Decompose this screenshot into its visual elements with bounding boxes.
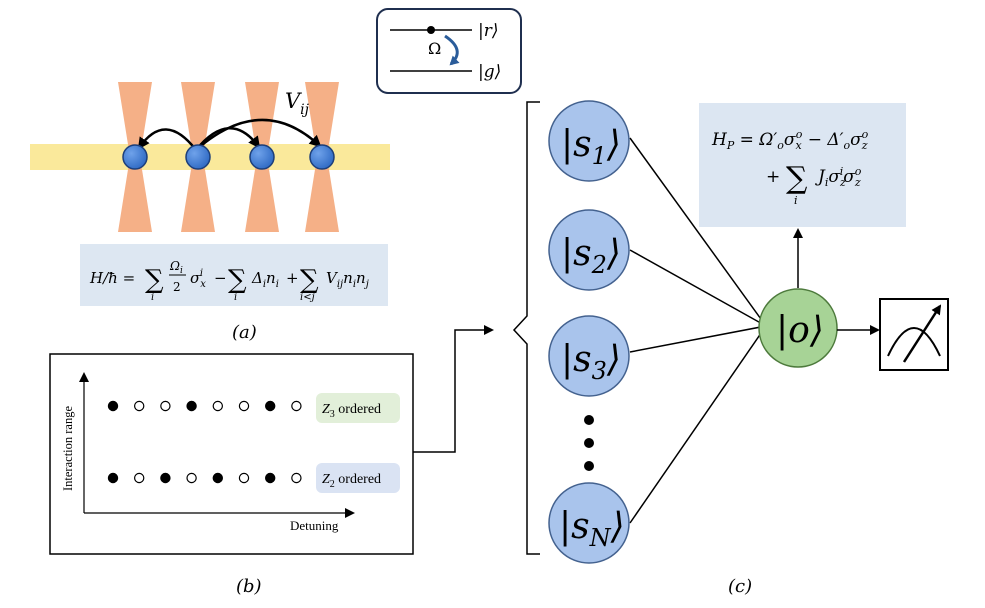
edge-s2-o bbox=[629, 249, 767, 327]
ground-atom-dot bbox=[212, 400, 223, 412]
rydberg-hamiltonian-box bbox=[80, 244, 388, 306]
z2-label-box bbox=[316, 463, 400, 493]
rydberg-atom-dot bbox=[107, 472, 119, 484]
svg-text:|s1⟩: |s1⟩ bbox=[561, 124, 621, 170]
svg-text:+: + bbox=[286, 269, 299, 287]
svg-text:HP = Ω′oσxo − Δ′oσzo: HP = Ω′oσxo − Δ′oσzo bbox=[711, 128, 869, 152]
rydberg-atom-dot bbox=[265, 472, 276, 484]
svg-text:i: i bbox=[234, 292, 237, 303]
atom bbox=[185, 144, 211, 170]
z3-ordered-label: Z3 ordered bbox=[322, 402, 381, 420]
svg-text:i: i bbox=[794, 194, 798, 207]
svg-text:i: i bbox=[151, 292, 154, 303]
excitation-dot bbox=[427, 26, 435, 34]
z2-atom-row bbox=[107, 472, 302, 484]
svg-text:Vijninj: Vijninj bbox=[326, 269, 369, 290]
two-level-inset: Ω |r⟩ |g⟩ bbox=[376, 8, 522, 94]
atoms bbox=[122, 144, 335, 170]
ground-atom-dot bbox=[291, 400, 302, 412]
x-axis-label: Detuning bbox=[290, 518, 339, 533]
output-node: |o⟩ bbox=[758, 288, 838, 368]
svg-text:∑: ∑ bbox=[228, 265, 247, 295]
rydberg-hamiltonian: H/ħ = ∑ i Ωi 2 σxi − ∑ i Δini + ∑ i<j Vi… bbox=[89, 259, 369, 303]
atom bbox=[122, 144, 148, 170]
atom bbox=[249, 144, 275, 170]
ground-atom-dot bbox=[160, 400, 171, 412]
svg-text:i<j: i<j bbox=[300, 292, 315, 303]
input-node-s3: |s3⟩ bbox=[548, 315, 630, 397]
atom bbox=[309, 144, 335, 170]
svg-text:∑: ∑ bbox=[300, 265, 319, 295]
input-node-s2: |s2⟩ bbox=[548, 209, 630, 291]
panel-b-label: (b) bbox=[236, 576, 262, 597]
ellipsis-dots bbox=[584, 415, 594, 471]
ground-atom-dot bbox=[291, 472, 302, 484]
interaction-arc-left bbox=[137, 128, 197, 151]
rydberg-atom-dot bbox=[265, 400, 276, 412]
probe-hamiltonian: HP = Ω′oσxo − Δ′oσzo + ∑ i Jiσziσzo bbox=[711, 128, 869, 207]
z2-ordered-label: Z2 ordered bbox=[322, 472, 381, 490]
svg-text:∑: ∑ bbox=[786, 161, 808, 196]
ground-atom-dot bbox=[133, 472, 145, 484]
svg-text:Ωi: Ωi bbox=[169, 259, 183, 276]
ground-atom-dot bbox=[133, 400, 145, 412]
svg-text:∑: ∑ bbox=[145, 265, 164, 295]
input-node-sN: |sN⟩ bbox=[548, 482, 630, 564]
phase-diagram-frame bbox=[49, 353, 414, 555]
svg-text:Jiσziσzo: Jiσziσzo bbox=[815, 165, 862, 189]
interaction-label: Vij bbox=[285, 89, 310, 118]
svg-text:|s2⟩: |s2⟩ bbox=[561, 233, 621, 279]
rabi-drive-arrow bbox=[444, 34, 460, 66]
svg-text:|s3⟩: |s3⟩ bbox=[561, 339, 621, 385]
interaction-arc-long bbox=[195, 118, 322, 151]
panel-c: |s1⟩ |s2⟩ |s3⟩ |sN⟩ |o⟩ HP = Ω′oσ bbox=[512, 100, 949, 597]
y-axis-label: Interaction range bbox=[61, 406, 75, 491]
rydberg-state-label: |r⟩ bbox=[478, 21, 499, 41]
ground-atom-dot bbox=[238, 400, 250, 412]
svg-text:σxi: σxi bbox=[190, 268, 206, 290]
svg-text:Δini: Δini bbox=[251, 269, 279, 290]
svg-text:|o⟩: |o⟩ bbox=[776, 310, 824, 351]
b-to-c-connector bbox=[413, 325, 494, 453]
probe-hamiltonian-box bbox=[699, 103, 906, 227]
input-brace bbox=[512, 101, 540, 555]
edge-s3-o bbox=[629, 325, 767, 353]
panel-a: Vij H/ħ = ∑ i Ωi 2 σxi − ∑ i Δini + ∑ i<… bbox=[30, 82, 390, 343]
input-node-s1: |s1⟩ bbox=[548, 100, 630, 182]
ground-state-label: |g⟩ bbox=[478, 62, 501, 82]
ground-atom-dot bbox=[238, 472, 250, 484]
svg-text:−: − bbox=[214, 269, 227, 287]
rydberg-atom-dot bbox=[186, 400, 197, 412]
edge-s1-o bbox=[629, 137, 767, 327]
svg-text:+: + bbox=[766, 167, 780, 187]
drive-label: Ω bbox=[428, 39, 441, 58]
rydberg-atom-dot bbox=[107, 400, 119, 412]
svg-text:H/ħ =: H/ħ = bbox=[89, 269, 135, 287]
connections bbox=[629, 137, 767, 524]
edge-sN-o bbox=[629, 325, 767, 524]
panel-a-label: (a) bbox=[232, 322, 257, 343]
svg-text:2: 2 bbox=[173, 280, 181, 294]
rydberg-atom-dot bbox=[212, 472, 223, 484]
measurement-meter-icon bbox=[879, 298, 949, 371]
z3-label-box bbox=[316, 393, 400, 423]
z3-atom-row bbox=[107, 400, 302, 412]
ground-atom-dot bbox=[186, 472, 197, 484]
panel-b: Interaction range Detuning Z3 ordered Z2… bbox=[49, 353, 414, 597]
panel-c-label: (c) bbox=[728, 576, 752, 597]
rydberg-atom-dot bbox=[160, 472, 171, 484]
